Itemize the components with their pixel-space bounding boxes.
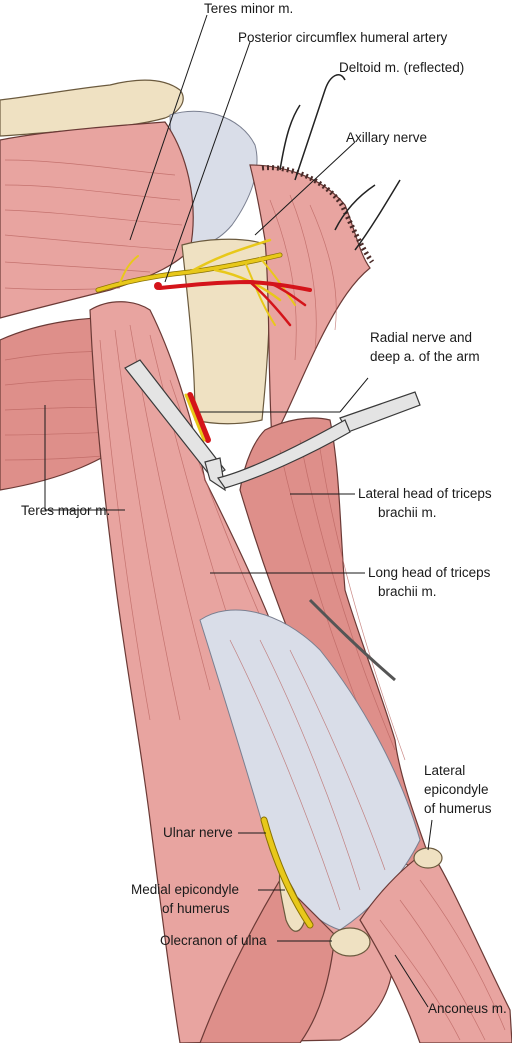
deltoid-fibers: [269, 194, 337, 361]
posterior-circumflex-artery: [154, 279, 312, 327]
retractor-instrument: [124, 359, 226, 479]
label-posterior-circumflex-artery: Posterior circumflex humeral artery: [238, 30, 448, 45]
tendon-fibers: [229, 639, 386, 911]
anconeus-fibers: [379, 879, 506, 1041]
anconeus-muscle: [359, 849, 512, 1043]
label-lateral-epicondyle-2: epicondyle: [424, 782, 489, 797]
deltoid-cut-edge: [261, 165, 375, 264]
label-long-head-1: Long head of triceps: [368, 565, 491, 580]
retractor-tip: [204, 457, 226, 492]
label-radial-nerve-2: deep a. of the arm: [370, 349, 480, 364]
label-olecranon: Olecranon of ulna: [160, 933, 267, 948]
label-axillary-nerve: Axillary nerve: [346, 130, 428, 145]
label-lateral-head-1: Lateral head of triceps: [358, 486, 492, 501]
suture-threads: [279, 74, 401, 251]
radial-nerve-and-artery: [184, 392, 211, 443]
label-long-head-2: brachii m.: [378, 584, 437, 599]
label-lateral-epicondyle-3: of humerus: [424, 801, 492, 816]
label-medial-epicondyle-2: of humerus: [162, 901, 230, 916]
label-ulnar-nerve: Ulnar nerve: [163, 825, 233, 840]
ulnar-nerve: [261, 817, 313, 928]
olecranon-bone: [329, 927, 371, 957]
label-teres-minor: Teres minor m.: [204, 1, 294, 16]
label-lateral-head-2: brachii m.: [378, 505, 437, 520]
label-medial-epicondyle-1: Medial epicondyle: [131, 882, 240, 897]
label-anconeus: Anconeus m.: [428, 1001, 507, 1016]
axillary-nerve-branches: [95, 238, 296, 326]
label-radial-nerve-1: Radial nerve and: [370, 330, 473, 345]
probe-instrument: [308, 598, 396, 682]
deltoid-muscle: [249, 164, 371, 442]
label-teres-major: Teres major m.: [21, 503, 111, 518]
label-deltoid: Deltoid m. (reflected): [339, 60, 465, 75]
lateral-epicondyle-bone: [413, 847, 443, 869]
leader-lines: [44, 14, 433, 1008]
scalpel-blade: [217, 419, 351, 489]
label-lateral-epicondyle-1: Lateral: [424, 763, 466, 778]
